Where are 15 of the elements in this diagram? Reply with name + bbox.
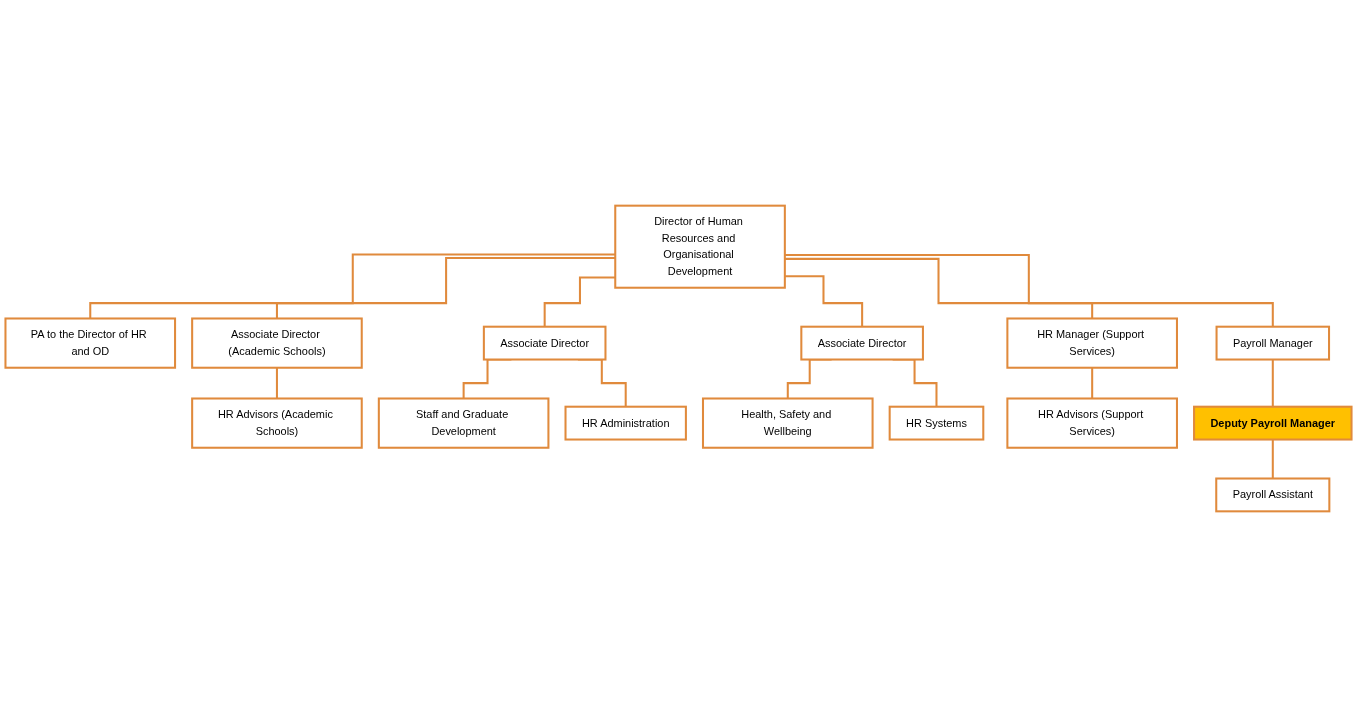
node-box: Associate Director bbox=[800, 325, 924, 361]
node-box: PA to the Director of HR and OD bbox=[4, 317, 177, 369]
node-box: Staff and Graduate Development bbox=[377, 397, 550, 449]
node-box: HR Advisors (Academic Schools) bbox=[191, 397, 363, 449]
node-box: Director of Human Resources and Organisational Development bbox=[614, 204, 786, 289]
node-box: Health, Safety and Wellbeing bbox=[701, 397, 874, 449]
node-box: Associate Director (Academic Schools) bbox=[191, 317, 363, 369]
node-box: HR Manager (Support Services) bbox=[1006, 317, 1178, 369]
node-box: Payroll Assistant bbox=[1215, 477, 1331, 513]
node-box: HR Administration bbox=[564, 405, 687, 441]
node-box: Deputy Payroll Manager bbox=[1193, 405, 1353, 441]
node-box: Payroll Manager bbox=[1215, 325, 1331, 361]
node-box: HR Advisors (Support Services) bbox=[1006, 397, 1178, 449]
node-box: Associate Director bbox=[482, 325, 607, 361]
node-box: HR Systems bbox=[888, 405, 985, 441]
